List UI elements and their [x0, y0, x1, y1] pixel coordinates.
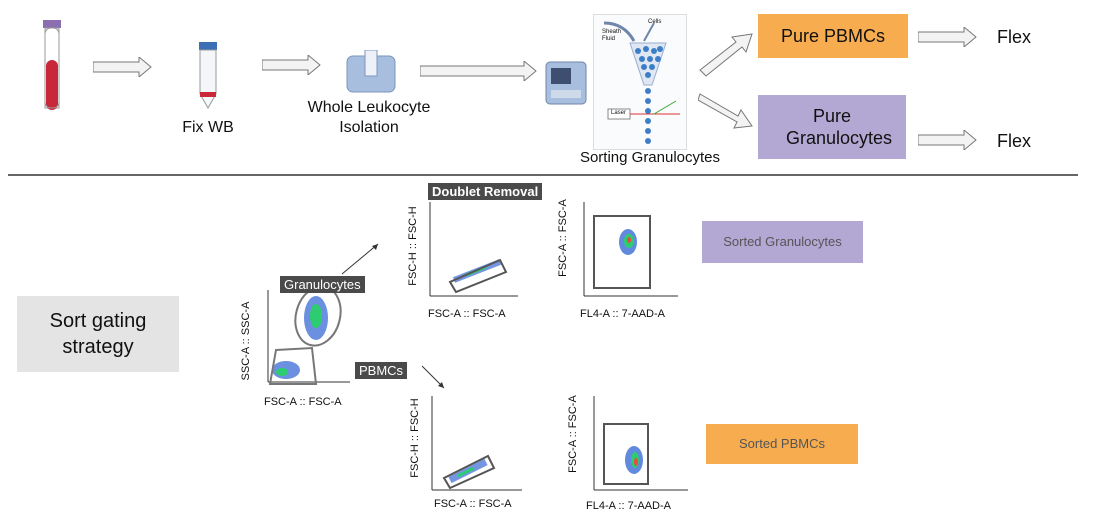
- gran-doublet-plot: [420, 200, 520, 300]
- gran-viability-y-label: FSC-A :: FSC-A: [557, 199, 569, 277]
- pbmc-viability-plot: [590, 394, 690, 494]
- sheath-fluid-text: Sheath Fluid: [602, 29, 622, 42]
- sorted-granulocytes-box: Sorted Granulocytes: [702, 221, 863, 263]
- pbmcs-gate-tag: PBMCs: [355, 362, 408, 379]
- gran-viability-x-label: FL4-A :: 7-AAD-A: [580, 308, 665, 320]
- flow-arrow-2: [261, 53, 322, 80]
- flow-arrow-1: [92, 55, 153, 82]
- arrow-to-granulocytes: [697, 86, 758, 135]
- sorted-pbmcs-box: Sorted PBMCs: [706, 424, 858, 464]
- flex-label-1: Flex: [997, 27, 1032, 47]
- connector-to-pbmc-doublet: [420, 364, 450, 399]
- fix-wb-label: Fix WB: [182, 119, 234, 136]
- flow-arrow-flex2: [917, 128, 978, 155]
- falcon-tube-icon: [195, 42, 221, 115]
- sorter-machine-icon: [545, 60, 587, 111]
- pbmc-doublet-x-label: FSC-A :: FSC-A: [434, 498, 512, 510]
- blood-tube-icon: [40, 20, 64, 125]
- pbmc-doublet-y-label: FSC-H :: FSC-H: [409, 398, 421, 478]
- granulocytes-gate-tag: Granulocytes: [280, 276, 365, 293]
- sorting-diagram: Sheath Fluid Cells Laser: [593, 14, 687, 150]
- flow-arrow-flex1: [917, 25, 978, 52]
- cells-text: Cells: [648, 19, 662, 25]
- connector-to-gran-doublet: [340, 238, 384, 283]
- section-divider: [8, 174, 1078, 176]
- gran-doublet-y-label: FSC-H :: FSC-H: [407, 206, 419, 286]
- isolation-vessel-icon: [345, 49, 397, 99]
- gran-viability-plot: [580, 200, 680, 300]
- gran-doublet-x-label: FSC-A :: FSC-A: [428, 308, 506, 320]
- main-scatter-plot: [254, 288, 350, 386]
- isolation-label: Whole Leukocyte Isolation: [307, 99, 431, 136]
- pbmc-viability-y-label: FSC-A :: FSC-A: [567, 395, 579, 473]
- pure-granulocytes-box: Pure Granulocytes: [758, 95, 906, 159]
- pbmc-viability-x-label: FL4-A :: 7-AAD-A: [586, 500, 671, 512]
- pure-pbmcs-box: Pure PBMCs: [758, 14, 908, 58]
- laser-text: Laser: [611, 110, 627, 116]
- pbmc-doublet-plot: [424, 394, 524, 494]
- main-plot-x-label: FSC-A :: FSC-A: [264, 396, 342, 408]
- main-plot-y-label: SSC-A :: SSC-A: [240, 301, 252, 381]
- sort-gating-strategy-box: Sort gating strategy: [17, 296, 179, 372]
- sorting-label: Sorting Granulocytes: [579, 149, 721, 166]
- doublet-removal-tag: Doublet Removal: [428, 183, 543, 200]
- flex-label-2: Flex: [997, 131, 1032, 151]
- flow-arrow-3: [419, 59, 538, 86]
- arrow-to-pbmcs: [698, 30, 758, 85]
